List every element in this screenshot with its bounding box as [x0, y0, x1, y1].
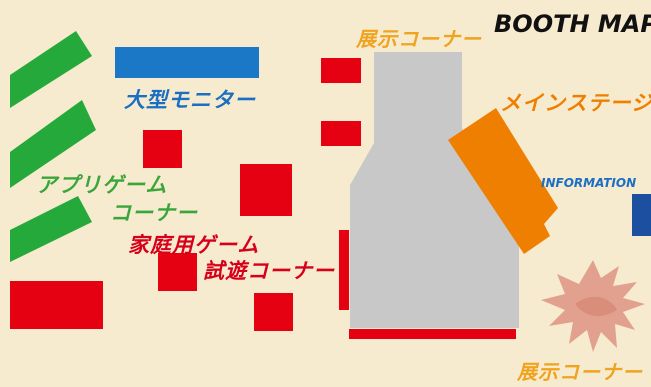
app-game-booths	[10, 31, 96, 262]
booth-small-top-2	[321, 121, 361, 146]
console-game-trial-label-2: 試遊コーナー	[203, 259, 335, 283]
main-stage	[448, 108, 558, 254]
information-booth	[632, 194, 651, 236]
app-game-booth-2	[10, 100, 96, 188]
app-game-booth-3	[10, 196, 92, 262]
booth-square-3	[158, 253, 197, 291]
app-game-corner-label-2: コーナー	[110, 201, 198, 225]
main-stage-shape	[448, 108, 558, 254]
big-monitor-label: 大型モニター	[124, 88, 256, 112]
console-game-trial-label-1: 家庭用ゲーム	[128, 233, 260, 257]
big-monitor-booth	[115, 47, 259, 78]
booth-square-2	[240, 164, 292, 216]
booth-small-top-1	[321, 58, 361, 83]
exhibition-base-strip	[349, 329, 516, 339]
booth-square-4	[254, 293, 293, 331]
exhibition-area	[349, 52, 519, 339]
map-title: BOOTH MAP	[494, 10, 651, 38]
exhibition-floor	[350, 52, 519, 328]
app-game-corner-label-1: アプリゲーム	[36, 173, 168, 197]
dragon-silhouette-icon	[541, 260, 645, 352]
display-corner-bottom-label: 展示コーナー	[517, 360, 643, 384]
booth-vertical-strip	[339, 230, 349, 310]
information-label: INFORMATION	[541, 176, 637, 190]
app-game-booth-1	[10, 31, 92, 108]
display-corner-top-label: 展示コーナー	[356, 27, 482, 51]
booth-large-left	[10, 281, 103, 329]
main-stage-label: メインステージ	[500, 91, 651, 115]
booth-square-1	[143, 130, 182, 168]
